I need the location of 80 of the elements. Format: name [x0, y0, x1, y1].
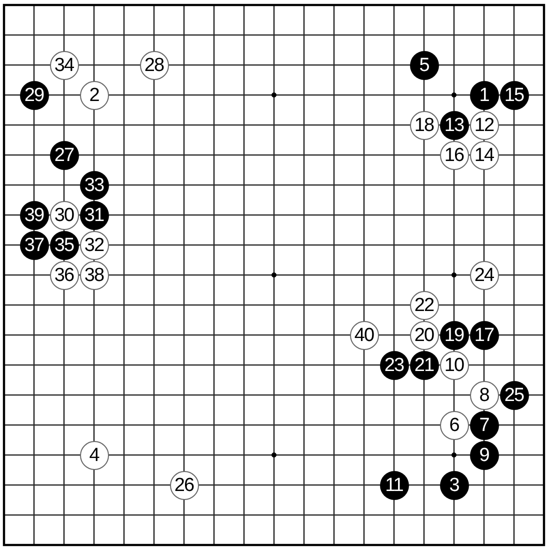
go-stone	[440, 320, 468, 350]
go-stone	[440, 410, 468, 440]
move-number: 12	[474, 116, 494, 134]
go-stone	[170, 470, 198, 500]
go-stone	[470, 380, 498, 410]
go-stone	[80, 230, 108, 260]
go-stone	[50, 50, 78, 80]
go-stone	[80, 170, 108, 200]
go-stone	[470, 410, 498, 440]
move-number: 25	[504, 386, 524, 404]
go-stone	[500, 380, 528, 410]
move-number: 29	[24, 86, 44, 104]
go-stone	[140, 50, 168, 80]
go-stone	[410, 290, 438, 320]
move-number: 16	[444, 146, 464, 164]
move-number: 20	[414, 326, 434, 344]
move-number: 2	[89, 86, 99, 104]
move-number: 26	[174, 476, 194, 494]
go-stone	[410, 350, 438, 380]
go-stone	[80, 440, 108, 470]
go-stone	[50, 230, 78, 260]
move-number: 18	[414, 116, 434, 134]
go-stone	[80, 80, 108, 110]
go-stone	[410, 320, 438, 350]
move-number: 11	[385, 476, 403, 494]
go-stone	[380, 470, 408, 500]
go-stone	[20, 80, 48, 110]
move-number: 6	[449, 416, 459, 434]
move-number: 37	[24, 236, 44, 254]
move-number: 19	[444, 326, 464, 344]
move-number: 34	[54, 56, 74, 74]
go-stone	[470, 440, 498, 470]
go-stone	[440, 350, 468, 380]
move-number: 4	[89, 446, 99, 464]
go-stone	[470, 320, 498, 350]
go-stone	[20, 230, 48, 260]
move-number: 24	[474, 266, 494, 284]
move-number: 33	[84, 176, 104, 194]
move-number: 28	[144, 56, 164, 74]
go-stone	[440, 470, 468, 500]
move-number: 27	[54, 146, 74, 164]
go-stone	[470, 80, 498, 110]
move-number: 39	[24, 206, 44, 224]
move-number: 36	[54, 266, 74, 284]
go-stone	[470, 110, 498, 140]
move-number: 38	[84, 266, 104, 284]
move-number: 35	[54, 236, 74, 254]
go-stone	[20, 200, 48, 230]
move-number: 9	[479, 446, 489, 464]
move-number: 40	[354, 326, 374, 344]
go-stone	[350, 320, 378, 350]
move-number: 21	[414, 356, 434, 374]
go-stone	[380, 350, 408, 380]
go-stone	[50, 200, 78, 230]
go-stone	[80, 260, 108, 290]
go-stone	[80, 200, 108, 230]
move-number: 1	[479, 86, 489, 104]
move-number: 10	[444, 356, 464, 374]
move-number: 15	[504, 86, 524, 104]
go-stone	[50, 260, 78, 290]
move-number: 17	[474, 326, 494, 344]
move-number: 7	[479, 416, 489, 434]
move-number: 8	[479, 386, 489, 404]
go-stone	[470, 260, 498, 290]
go-stone	[440, 110, 468, 140]
move-number: 32	[84, 236, 104, 254]
go-stone	[410, 50, 438, 80]
go-stone	[500, 80, 528, 110]
move-number: 23	[384, 356, 404, 374]
go-stone	[410, 110, 438, 140]
go-stone	[440, 140, 468, 170]
go-stone	[50, 140, 78, 170]
go-stone	[470, 140, 498, 170]
move-number: 5	[419, 56, 429, 74]
move-number: 31	[84, 206, 104, 224]
move-number: 13	[444, 116, 464, 134]
move-number: 30	[54, 206, 74, 224]
move-number: 22	[414, 296, 434, 314]
move-number: 14	[474, 146, 494, 164]
move-number: 3	[449, 476, 459, 494]
